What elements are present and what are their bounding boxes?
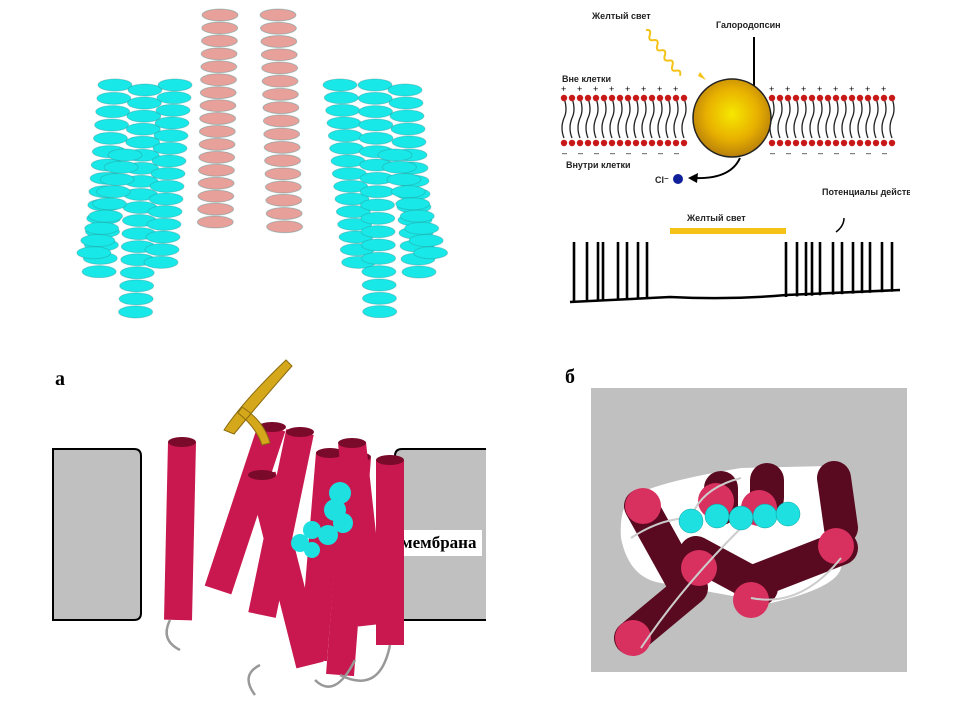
loop-strands [165,619,392,696]
svg-text:–: – [866,148,871,158]
helix-cylinder [248,429,314,618]
svg-text:+: + [785,84,790,94]
svg-text:+: + [641,84,646,94]
helix-cylinders-top [614,461,858,656]
light-bar-label: Желтый свет [686,213,746,223]
action-potentials-label: Потенциалы действия [822,187,910,197]
chloride-label: Cl⁻ [655,175,669,185]
svg-text:–: – [770,148,775,158]
helix-cylinder [164,441,196,621]
svg-text:+: + [865,84,870,94]
svg-text:+: + [849,84,854,94]
helix-cap [376,455,404,465]
membrane-block-left [52,448,142,621]
halorhodopsin-diagram-panel: + – + – + – + – + – + – + – + – + – + – + – + – + – + – + – + – Желтый … [550,0,910,320]
membrane-label: мембрана [401,533,477,552]
svg-text:–: – [594,148,599,158]
helix-end [681,550,717,586]
right-subunit-helix [357,78,398,319]
halorhodopsin-sphere [692,78,772,158]
halorhodopsin-label: Галородопсин [716,20,781,30]
svg-text:–: – [626,148,631,158]
light-arrowhead-icon [698,72,706,80]
helix-cylinder [204,422,286,595]
svg-text:–: – [562,148,567,158]
helix-cap [168,437,196,447]
helix-end [615,620,651,656]
left-subunit-helix [118,83,163,319]
halorhodopsin-diagram: + – + – + – + – + – + – + – + – + – + – + – + – + – + – + – + – Желтый … [560,11,910,304]
svg-text:–: – [818,148,823,158]
svg-text:+: + [657,84,662,94]
helix-end [625,488,661,524]
membrane-protein-top-view [591,388,907,672]
svg-text:–: – [882,148,887,158]
right-subunit-helix [377,148,449,260]
svg-text:+: + [801,84,806,94]
helix-cap [258,422,286,432]
svg-text:+: + [769,84,774,94]
svg-text:+: + [817,84,822,94]
channel-structure-panel [50,0,470,340]
helix-cylinder [338,441,386,627]
chloride-ion-icon [673,174,683,184]
svg-text:–: – [658,148,663,158]
yellow-light-label: Желтый свет [591,11,651,21]
membrane-label-box [398,530,482,556]
channel-structure-image [76,8,449,319]
inside-cell-label: Внутри клетки [566,160,631,170]
helix-end [818,528,854,564]
svg-text:–: – [610,148,615,158]
svg-text:+: + [673,84,678,94]
outside-cell-label: Вне клетки [562,74,611,84]
panel-letter-a: а [55,368,65,390]
svg-text:–: – [802,148,807,158]
svg-text:–: – [850,148,855,158]
helix-cap [248,470,276,480]
inner-helix-left [196,8,239,229]
light-wave-icon [645,28,682,77]
left-subunit-helix [143,78,193,269]
helix-cap [338,438,366,448]
helix-cylinder [299,451,344,662]
svg-text:+: + [625,84,630,94]
svg-text:–: – [834,148,839,158]
svg-text:+: + [881,84,886,94]
beta-ribbon [223,359,293,446]
ion-arrow [691,157,741,180]
panel-letter-b: б [565,366,575,388]
svg-text:+: + [577,84,582,94]
svg-text:–: – [786,148,791,158]
lipid-bilayer: + – + – + – + – + – + – + – + – + – + – + – + – + – + – + – + – [560,84,896,158]
svg-text:+: + [833,84,838,94]
retinal-ligand-top [678,501,801,534]
voltage-trace [569,242,901,304]
baseline [569,288,901,304]
helix-body [817,461,858,545]
helix-cap [286,427,314,437]
ion-arrowhead-icon [688,173,698,183]
svg-text:–: – [642,148,647,158]
helix-bundle [164,422,404,696]
inner-helix-right [259,8,304,234]
retinal-ligand [291,482,353,558]
svg-text:+: + [561,84,566,94]
side-view-image: мембрана [52,359,486,696]
svg-text:–: – [674,148,679,158]
svg-text:+: + [593,84,598,94]
light-period-bar [670,228,786,234]
spikes-arrow [835,217,845,233]
svg-text:–: – [578,148,583,158]
helix-end [733,582,769,618]
top-view-image [614,461,858,656]
svg-text:+: + [609,84,614,94]
helix-cap [316,448,344,458]
left-subunit-helix [76,148,143,260]
membrane-protein-side-view: мембрана [50,345,500,715]
